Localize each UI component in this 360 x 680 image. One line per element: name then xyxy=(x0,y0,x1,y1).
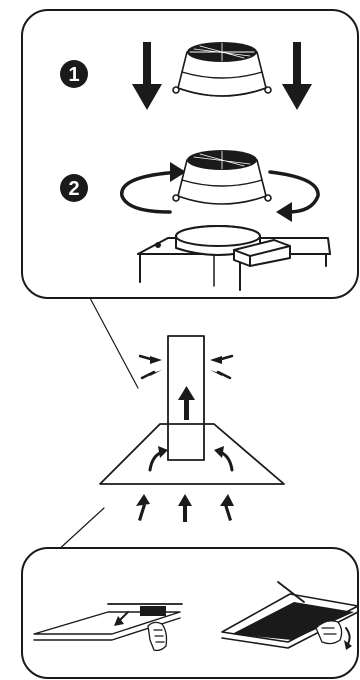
filter-install-panel: 1 2 xyxy=(22,10,358,298)
step-2-badge: 2 xyxy=(60,174,88,202)
grease-filter-icon xyxy=(173,42,271,96)
cooker-hood-airflow xyxy=(100,336,284,522)
intake-arrow-icon xyxy=(136,494,234,522)
step-2-number: 2 xyxy=(68,178,79,200)
step-1-badge: 1 xyxy=(60,60,88,88)
step-1-number: 1 xyxy=(68,64,79,86)
callout-lines xyxy=(56,298,138,552)
filter-removal-panel xyxy=(22,548,358,678)
grease-filter-icon xyxy=(173,150,271,204)
